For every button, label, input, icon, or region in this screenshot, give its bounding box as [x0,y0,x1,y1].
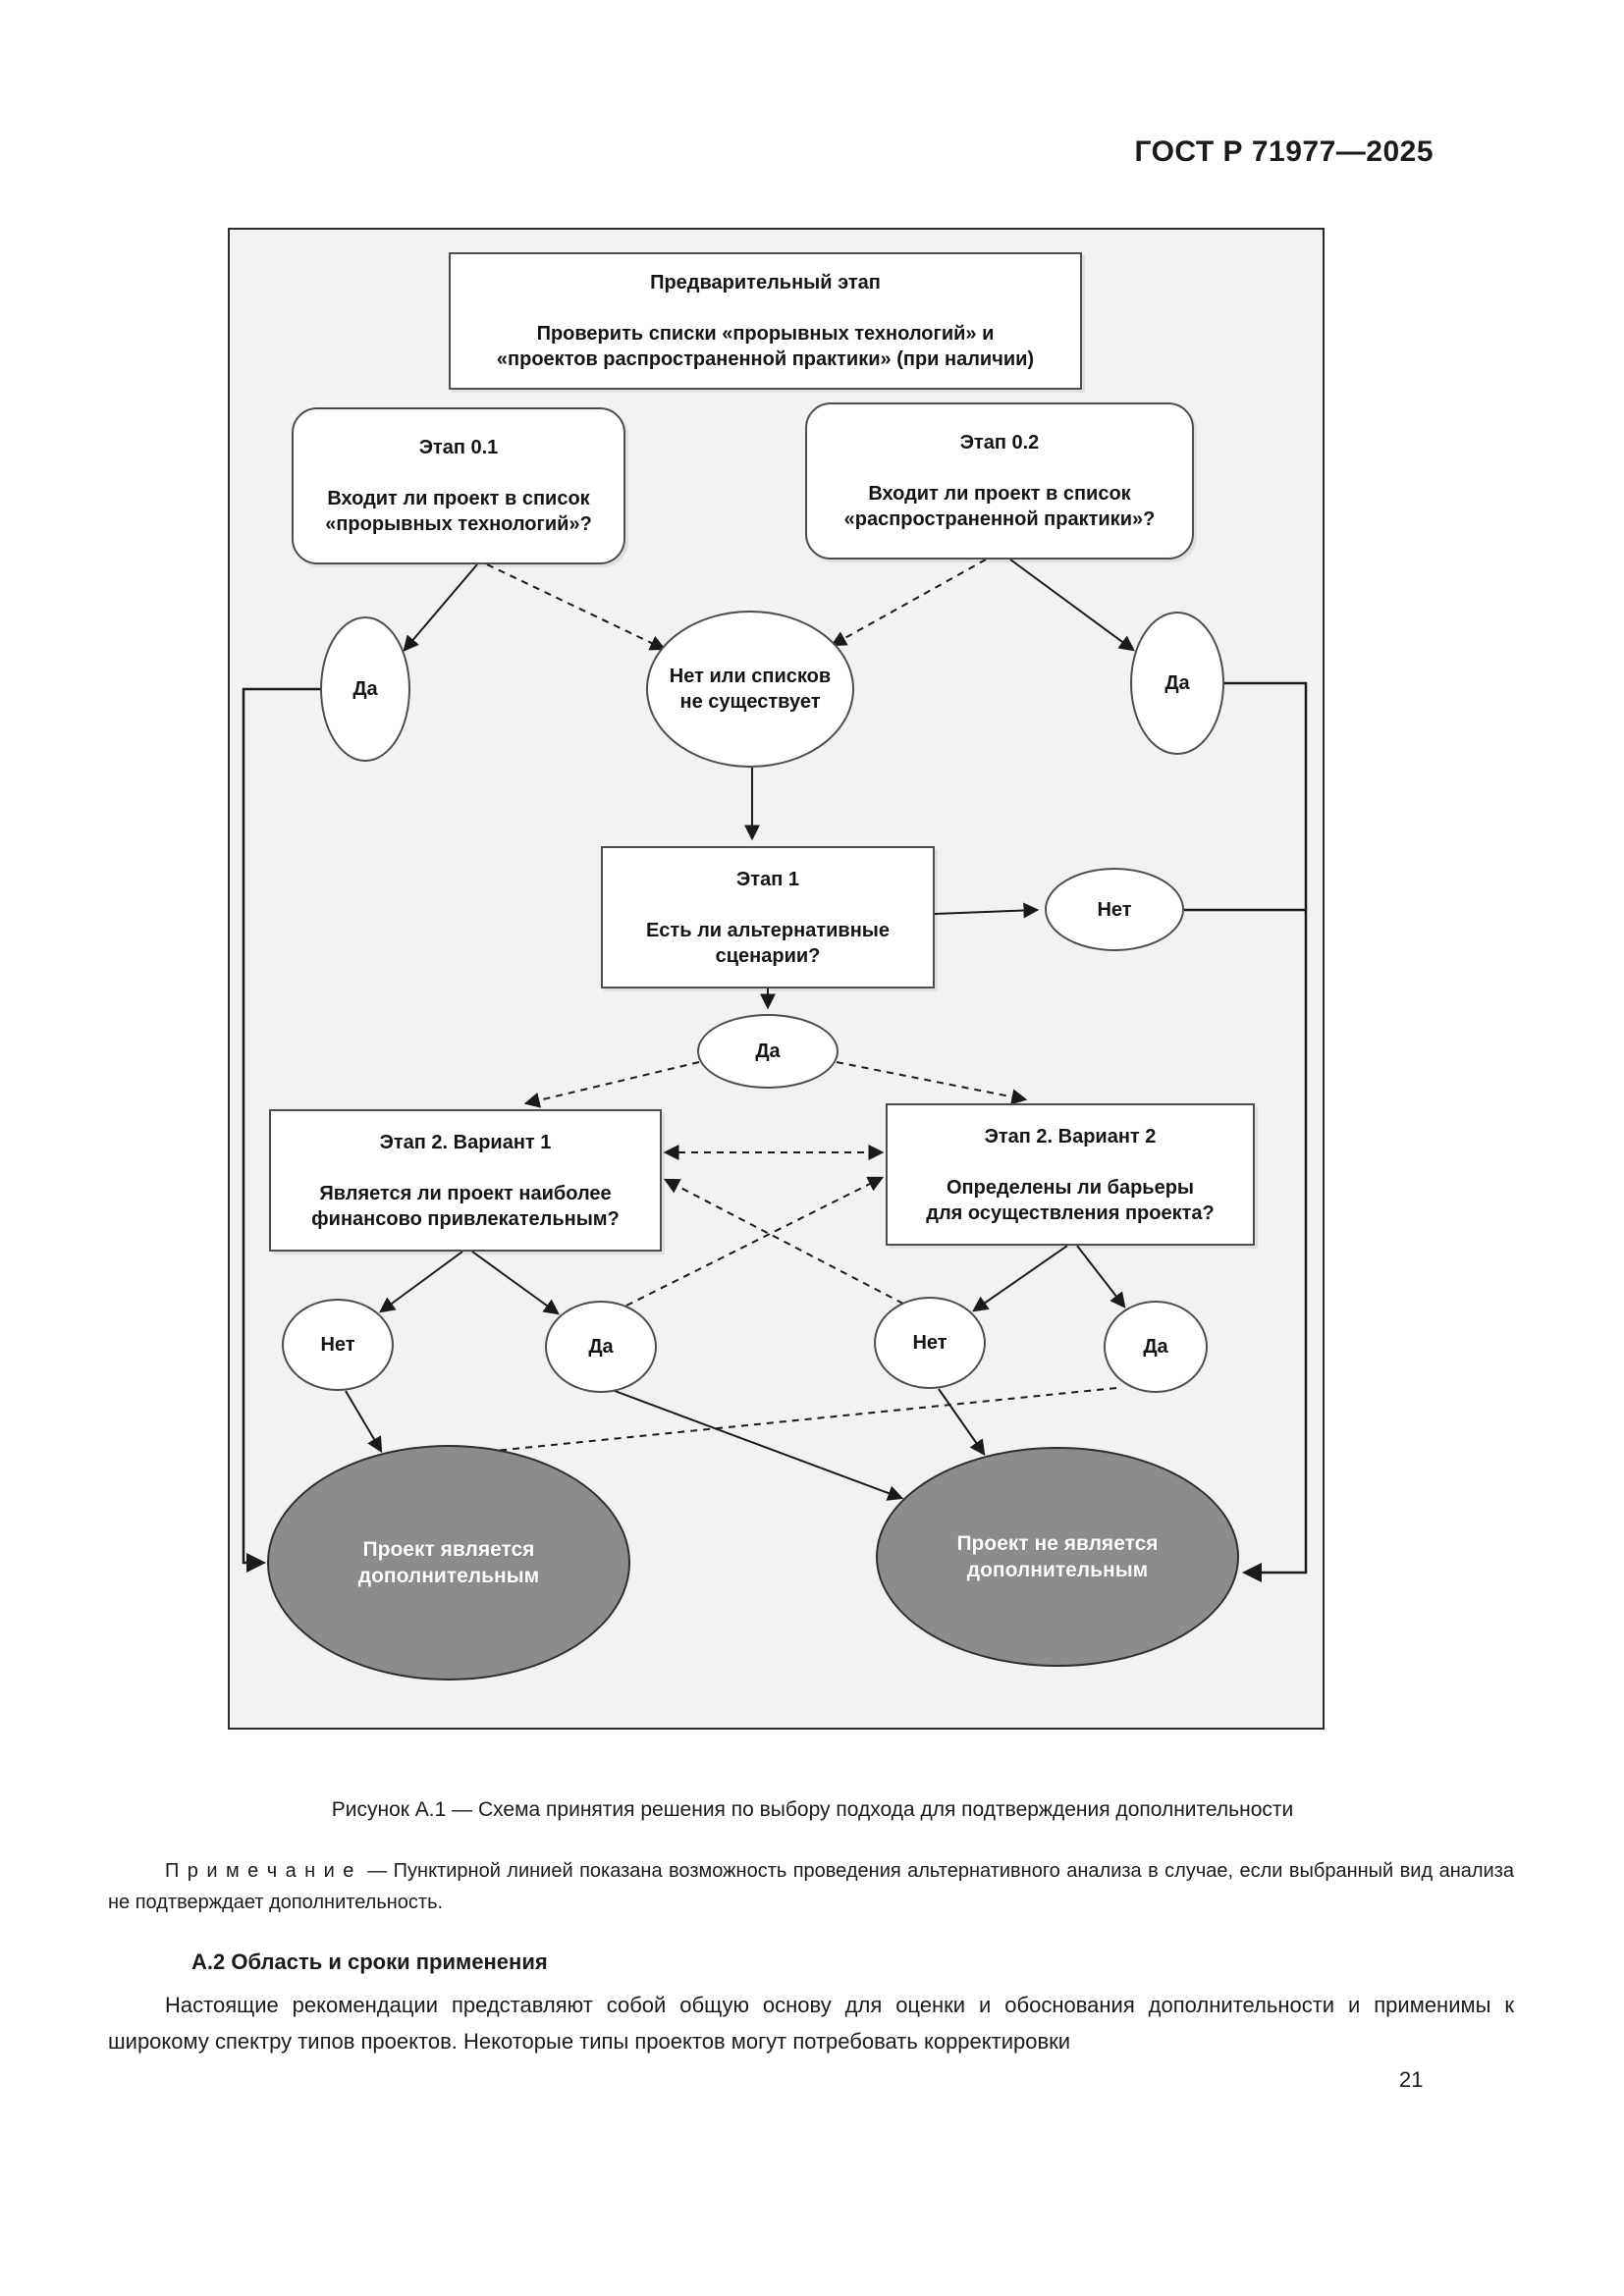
node-title: Этап 2. Вариант 1 [379,1131,552,1153]
node-result-additional: Проект является дополнительным [267,1445,630,1681]
node-title: Этап 2. Вариант 2 [984,1125,1157,1148]
node-text-line: дополнительным [357,1565,540,1587]
node-text-line: дополнительным [966,1559,1149,1581]
node-stage-1: Этап 1 Есть ли альтернативные сценарии? [601,846,935,988]
node-text-line: Входит ли проект в список [868,483,1131,505]
node-no-variant-2: Нет [874,1297,986,1389]
flowchart-canvas: Предварительный этап Проверить списки «п… [228,228,1325,1730]
node-yes-stage-0-1: Да [320,616,410,762]
node-stage-0-1: Этап 0.1 Входит ли проект в список «прор… [292,407,625,564]
section-heading: А.2 Область и сроки применения [191,1949,548,1974]
node-result-not-additional: Проект не является дополнительным [876,1447,1239,1667]
figure-note: П р и м е ч а н и е — Пунктирной линией … [108,1855,1514,1918]
node-preliminary-stage: Предварительный этап Проверить списки «п… [449,252,1082,390]
node-text-line: сценарии? [715,944,821,967]
figure-caption: Рисунок А.1 — Схема принятия решения по … [331,1798,1294,1821]
node-title: Этап 0.1 [418,437,499,458]
node-text-line: Есть ли альтернативные [645,919,891,941]
node-text-line: «распространенной практики»? [843,508,1156,530]
node-yes-variant-1: Да [545,1301,657,1393]
node-text-line: Проверить списки «прорывных технологий» … [536,323,995,345]
node-text-line: Нет или списков [669,666,832,687]
node-text-line: финансово привлекательным? [311,1207,620,1230]
page-number: 21 [1399,2067,1424,2092]
node-text-line: Является ли проект наиболее [319,1182,612,1204]
node-yes-variant-2: Да [1104,1301,1208,1393]
node-no-stage-1: Нет [1045,868,1184,951]
body-paragraph: Настоящие рекомендации представляют собо… [108,1993,1514,2055]
node-text-line: «проектов распространенной практики» (пр… [496,348,1035,370]
node-text-line: не существует [679,691,821,713]
node-text-line: Проект является [362,1537,535,1561]
node-text-line: «прорывных технологий»? [325,513,592,535]
node-stage-2-variant-1: Этап 2. Вариант 1 Является ли проект наи… [269,1109,662,1252]
node-title: Этап 1 [736,868,799,890]
document-header: ГОСТ Р 71977—2025 [1134,135,1434,168]
node-no-or-lists-not-exist: Нет или списков не существует [646,611,854,768]
node-no-variant-1: Нет [282,1299,394,1391]
node-text-line: Проект не является [956,1531,1159,1555]
node-text-line: Входит ли проект в список [327,488,590,509]
node-text-line: для осуществления проекта? [926,1201,1215,1224]
node-text-line: Определены ли барьеры [946,1176,1195,1199]
node-title: Этап 0.2 [959,432,1040,454]
node-title: Предварительный этап [650,272,881,294]
node-stage-0-2: Этап 0.2 Входит ли проект в список «расп… [805,402,1194,560]
note-text: — Пунктирной линией показана возможность… [108,1860,1514,1913]
node-yes-stage-0-2: Да [1130,612,1224,755]
node-stage-2-variant-2: Этап 2. Вариант 2 Определены ли барьеры … [886,1103,1255,1246]
node-yes-stage-1: Да [697,1014,839,1089]
flowchart-arrows [242,559,1308,1582]
note-label: П р и м е ч а н и е [165,1860,355,1882]
